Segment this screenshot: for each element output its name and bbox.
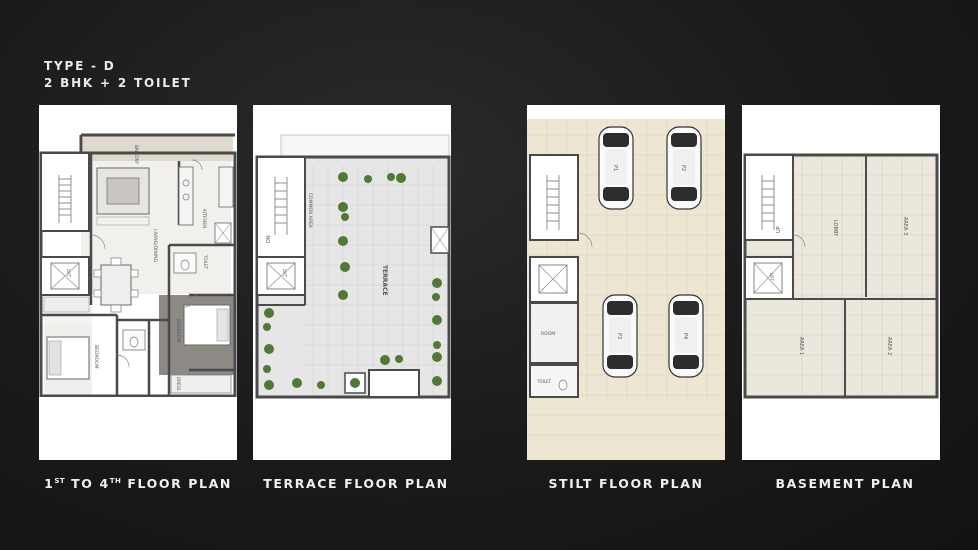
- terrace-lift-label: LIFT: [282, 269, 287, 278]
- caption-sup-st: ST: [54, 476, 66, 485]
- terrace-plan-card[interactable]: DN COMMON AREA TERRACE LIFT: [253, 105, 451, 460]
- parking-p3-label: P3: [616, 333, 622, 339]
- room-label: ROOM: [541, 331, 555, 337]
- area-2-label: AREA 2: [886, 337, 892, 355]
- area-3-label: AREA 3: [902, 217, 908, 235]
- lift-label: LIFT: [66, 269, 71, 278]
- planters: [263, 172, 442, 390]
- living-dining-label: LIVING/DINING: [152, 229, 158, 262]
- unit-type: TYPE - D: [44, 59, 116, 73]
- kitchen-label: KITCHEN: [201, 209, 207, 229]
- parking-p1-label: P1: [612, 165, 618, 171]
- bedroom-1-label: BEDROOM: [93, 345, 99, 369]
- basement-plan-caption: BASEMENT PLAN: [775, 476, 915, 491]
- parked-cars: [598, 126, 704, 378]
- caption-to: TO 4: [65, 476, 110, 491]
- caption-ordinal: 1: [44, 476, 55, 491]
- stilt-toilet-label: TOILET: [536, 379, 552, 384]
- dress-label: DRESS: [176, 377, 181, 391]
- terrace-plan-drawing: DN COMMON AREA TERRACE LIFT: [255, 134, 451, 399]
- caption-sup-th: TH: [109, 476, 122, 485]
- caption-rest: FLOOR PLAN: [121, 476, 232, 491]
- common-area-label: COMMON AREA: [307, 193, 313, 229]
- bedroom-2-label: BEDROOM: [175, 319, 181, 343]
- basement-lift-label: LIFT: [769, 273, 774, 282]
- toilet-label: TOILET: [203, 254, 208, 270]
- unit-configuration: 2 BHK + 2 TOILET: [44, 76, 192, 90]
- stilt-plan-caption: STILT FLOOR PLAN: [548, 476, 704, 491]
- balcony-area: [83, 135, 233, 161]
- lobby-label: LOBBY: [832, 220, 838, 237]
- parking-p4-label: P4: [682, 333, 688, 339]
- floor-plan-drawing: BALCONY LIVING/DINING KITCHEN TOILET BED…: [39, 133, 237, 460]
- terrace-plan-caption: TERRACE FLOOR PLAN: [263, 476, 449, 491]
- stilt-plan-card[interactable]: P1 P2 P3 P4 ROOM TOILET: [527, 105, 725, 460]
- stilt-plan-drawing: P1 P2 P3 P4 ROOM TOILET: [527, 119, 725, 460]
- basement-plan-drawing: UP LOBBY AREA 3 AREA 1 AREA 2 LIFT: [743, 153, 939, 399]
- terrace-down-label: DN: [266, 235, 272, 243]
- balcony-label: BALCONY: [134, 145, 139, 165]
- terrace-label: TERRACE: [381, 265, 388, 296]
- floor-plan-card[interactable]: BALCONY LIVING/DINING KITCHEN TOILET BED…: [39, 105, 237, 460]
- floor-plan-caption: 1ST TO 4TH FLOOR PLAN: [39, 476, 237, 491]
- area-1-label: AREA 1: [798, 337, 804, 355]
- unit-type-heading: TYPE - D 2 BHK + 2 TOILET: [44, 58, 192, 92]
- basement-plan-card[interactable]: UP LOBBY AREA 3 AREA 1 AREA 2 LIFT: [742, 105, 940, 460]
- basement-up-label: UP: [776, 226, 782, 233]
- parking-p2-label: P2: [680, 165, 686, 171]
